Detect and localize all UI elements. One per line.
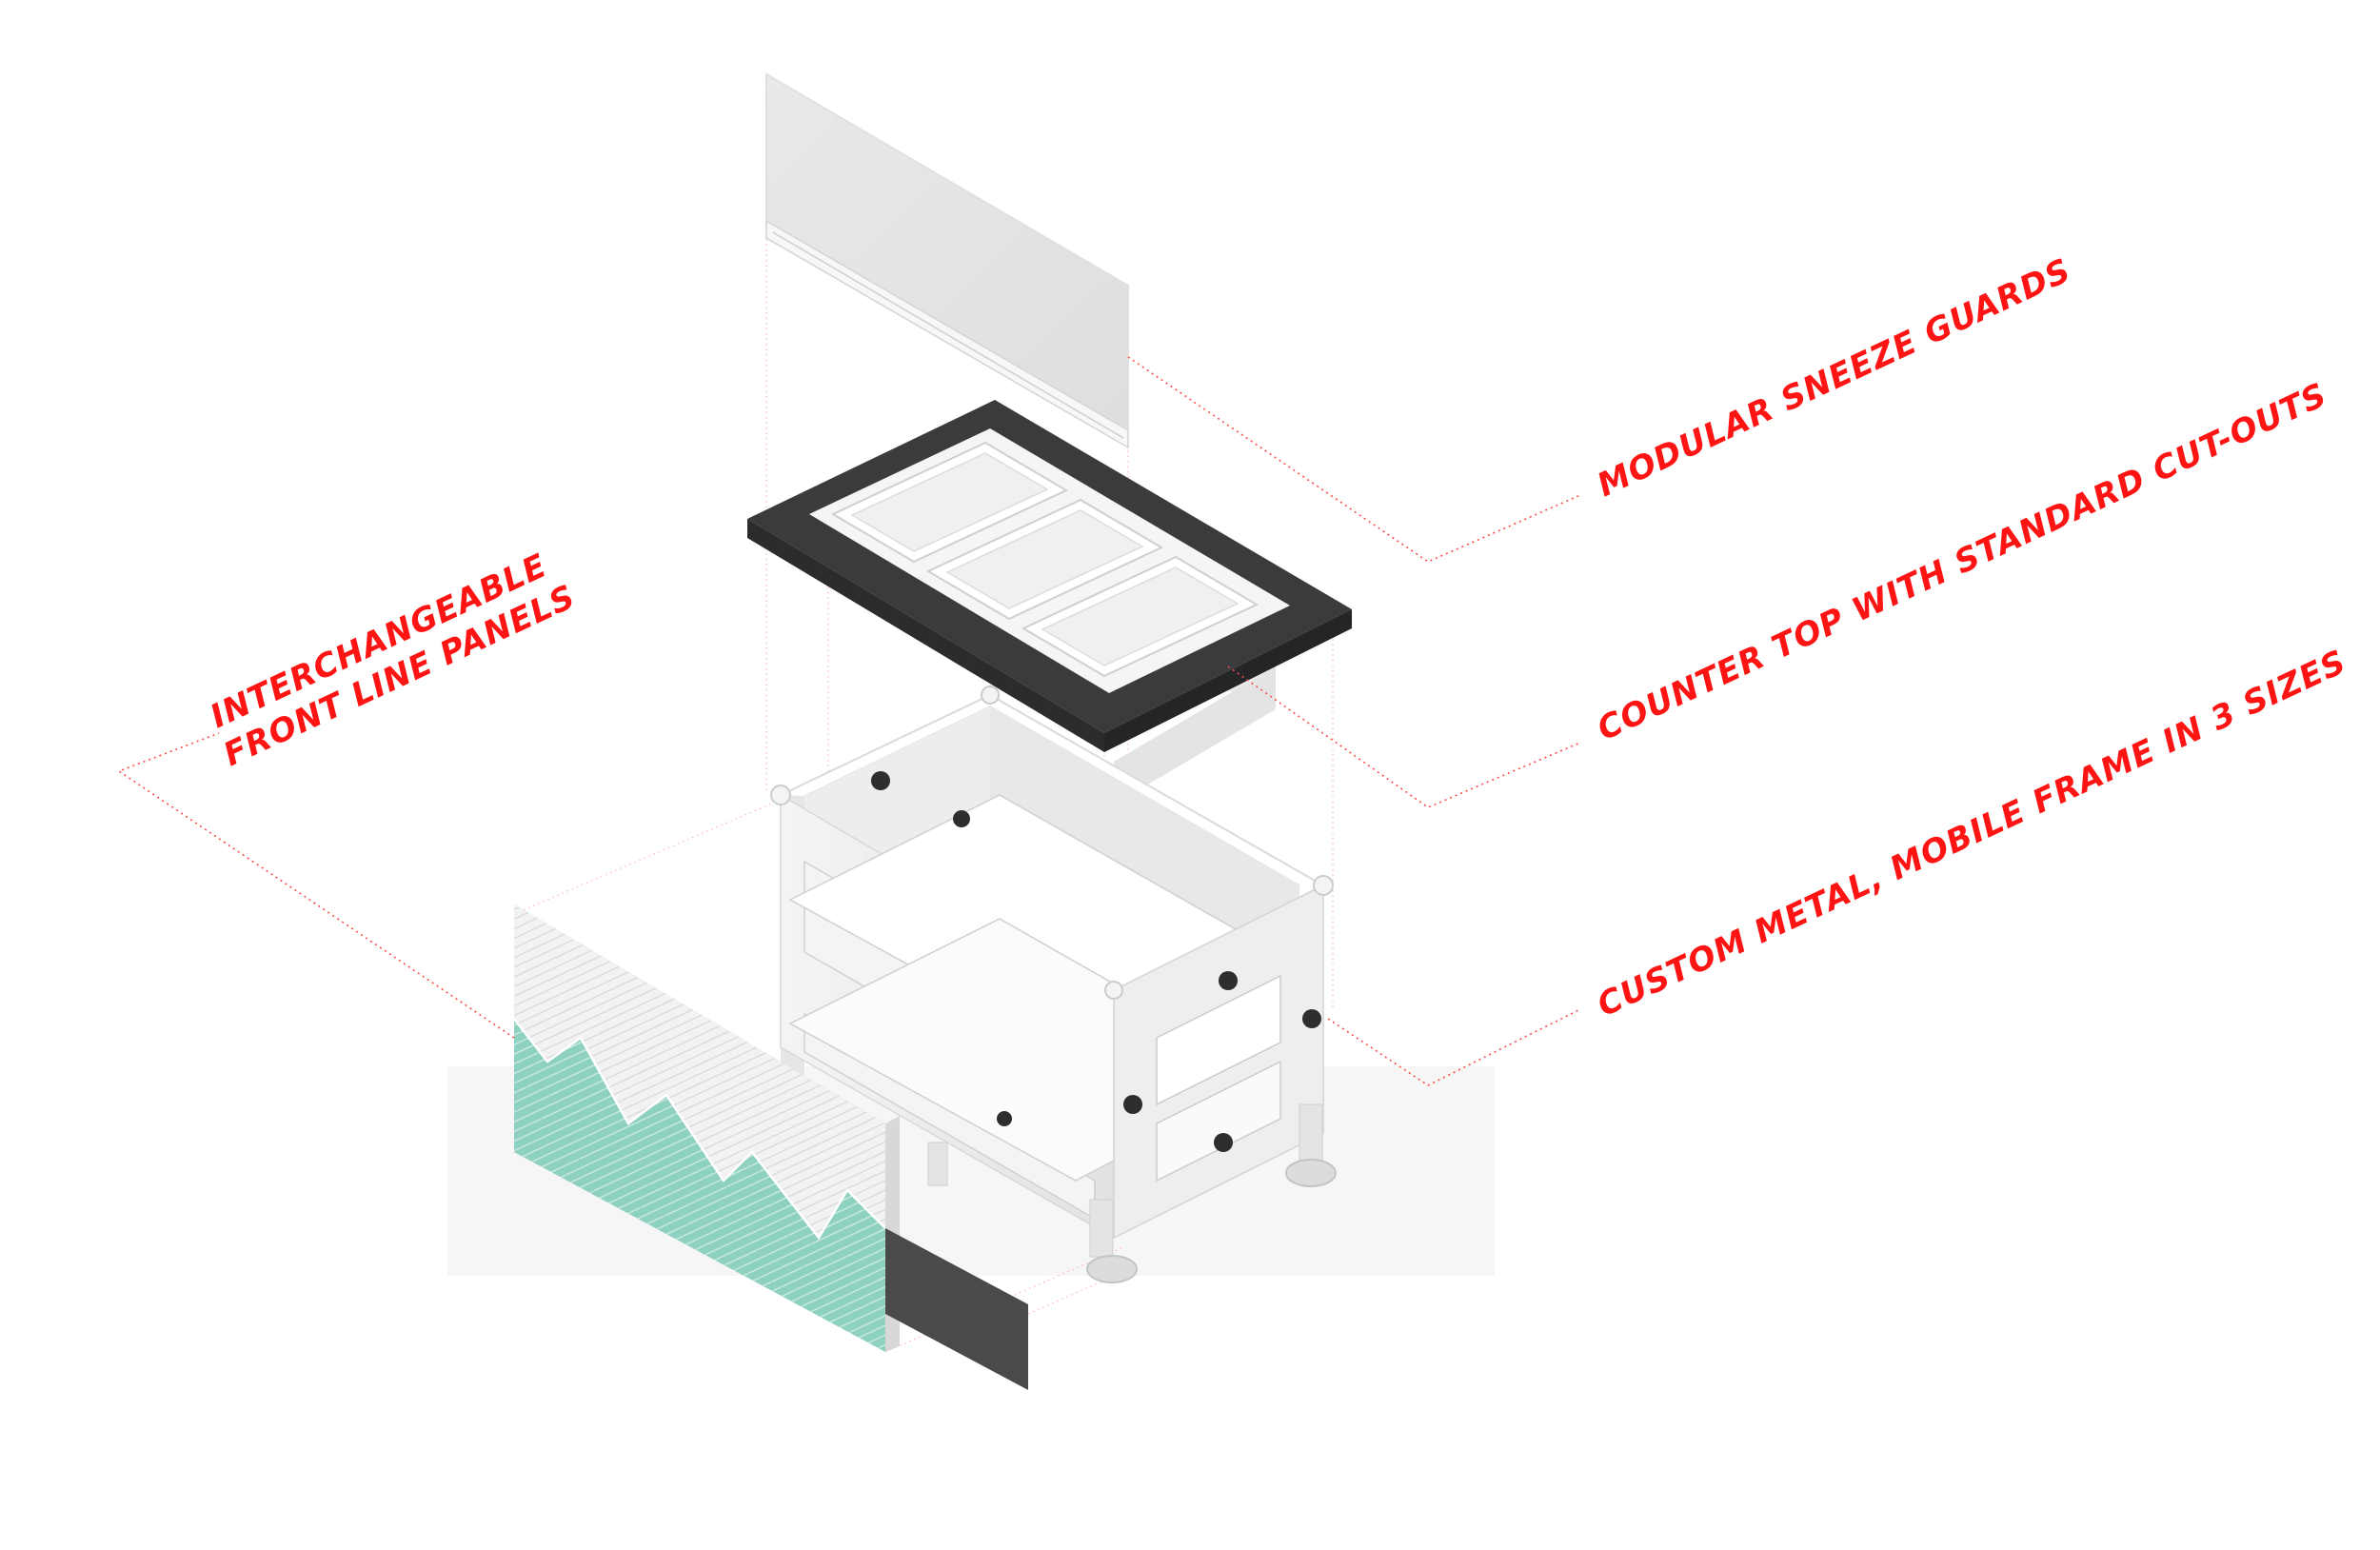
- counter-top: [747, 400, 1352, 805]
- metal-frame: [770, 686, 1337, 1283]
- front-line-panel: [513, 904, 900, 1352]
- frame-bolts: [871, 771, 1321, 1152]
- sneeze-guard: [765, 72, 1129, 449]
- callout-leaders: [117, 356, 1581, 1086]
- callout-sneeze-guards: MODULAR SNEEZE GUARDS: [1592, 251, 2077, 505]
- kick-plate: [885, 1228, 1028, 1390]
- food-pans: [830, 441, 1259, 678]
